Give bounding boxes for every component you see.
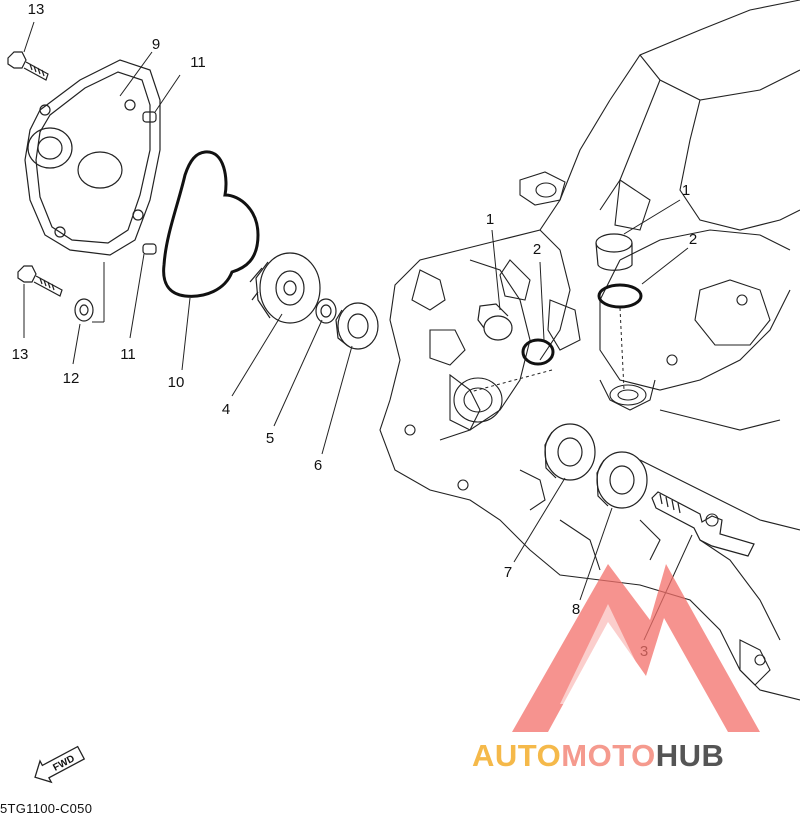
callout-11-bottom: 11 bbox=[120, 346, 136, 363]
water-pump-cover bbox=[24, 59, 161, 256]
callout-4: 4 bbox=[222, 401, 230, 418]
callout-5: 5 bbox=[266, 430, 274, 447]
watermark-logo bbox=[512, 564, 760, 732]
o-ring-2-center bbox=[521, 338, 555, 366]
part-code: 5TG1100-C050 bbox=[0, 801, 93, 816]
crankcase bbox=[379, 0, 800, 701]
callout-8: 8 bbox=[572, 601, 580, 618]
callout-11-top: 11 bbox=[190, 54, 206, 71]
callout-1-right: 1 bbox=[682, 182, 690, 199]
bearing-7 bbox=[544, 423, 596, 481]
seal-5 bbox=[315, 298, 337, 324]
callout-10: 10 bbox=[168, 374, 185, 391]
callout-6: 6 bbox=[314, 457, 322, 474]
watermark-word-auto: AUTO bbox=[472, 738, 561, 773]
dowel-pin-11-lower bbox=[142, 243, 157, 255]
svg-text:AUTOMOTOHUB: AUTOMOTOHUB bbox=[472, 738, 724, 773]
oil-seal-6 bbox=[335, 302, 379, 350]
callout-7: 7 bbox=[504, 564, 512, 581]
callout-13-bottom: 13 bbox=[12, 346, 29, 363]
callout-13-top: 13 bbox=[28, 1, 45, 18]
callout-12: 12 bbox=[63, 370, 80, 387]
leader-lines bbox=[23, 21, 693, 641]
fwd-arrow-icon bbox=[34, 745, 86, 784]
watermark-text: AUTOMOTOHUB bbox=[472, 738, 724, 773]
o-ring-2-right bbox=[597, 283, 643, 309]
fwd-arrow: FWD bbox=[34, 745, 86, 784]
callout-9: 9 bbox=[152, 36, 160, 53]
fwd-label: FWD bbox=[51, 753, 76, 773]
impeller-4 bbox=[249, 252, 321, 324]
dowel-pin-11-upper bbox=[142, 111, 157, 123]
watermark-word-moto: MOTO bbox=[561, 738, 655, 773]
o-ring-10 bbox=[162, 150, 260, 298]
bolt-13-lower bbox=[17, 265, 63, 297]
callout-labels: 13 9 11 13 11 12 10 4 5 6 1 2 1 2 7 8 3 bbox=[12, 1, 698, 660]
bearing-8 bbox=[596, 451, 648, 509]
callout-2-center: 2 bbox=[533, 241, 541, 258]
washer-12 bbox=[74, 298, 94, 322]
shaft-3 bbox=[651, 491, 755, 557]
watermark-word-hub: HUB bbox=[656, 738, 725, 773]
callout-2-right: 2 bbox=[689, 231, 697, 248]
bushing-1-right bbox=[595, 233, 633, 271]
watermark-triangle-icon bbox=[512, 564, 760, 732]
bushing-1-center bbox=[477, 303, 513, 341]
callout-1-center: 1 bbox=[486, 211, 494, 228]
bolt-13-upper bbox=[7, 51, 49, 81]
